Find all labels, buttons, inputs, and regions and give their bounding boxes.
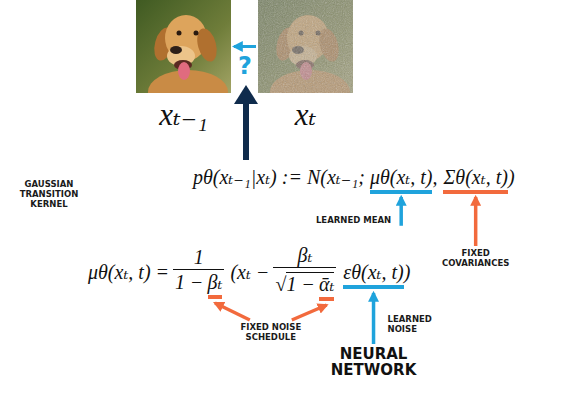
- formula-part: (xₜ −: [230, 261, 269, 284]
- covariance-term: Σθ(xₜ, t): [443, 166, 507, 194]
- sampling-arrow-head: [234, 85, 258, 104]
- callout-label: LEARNED MEAN: [316, 216, 391, 226]
- formula-part: μθ(xₜ, t) =: [88, 261, 169, 284]
- image-caption: xₜ: [295, 98, 316, 132]
- numerator: 1: [194, 246, 204, 269]
- alpha-bar-term: ᾱₜ: [319, 273, 334, 301]
- fraction: 11 −βₜ: [173, 246, 224, 299]
- sampling-arrow-shaft: [243, 100, 249, 160]
- callout-arrow: [292, 305, 327, 320]
- formula-part: ): [508, 166, 515, 189]
- noisy-image-node: xₜ: [258, 0, 353, 93]
- callout-arrow: [372, 293, 376, 344]
- denominator: √1 −ᾱₜ: [273, 267, 336, 301]
- mean-formula: μθ(xₜ, t) =11 −βₜ(xₜ −βₜ√1 −ᾱₜεθ(xₜ, t)): [88, 244, 410, 301]
- learned-mean-term: μθ(xₜ, t): [370, 166, 433, 194]
- numerator: βₜ: [297, 244, 312, 267]
- noisy-image-ground: [258, 0, 353, 93]
- denominator: 1 −βₜ: [173, 269, 224, 299]
- formula-part: pθ(xₜ₋₁|xₜ) := N(xₜ₋₁;: [193, 166, 365, 189]
- radicand: 1 −ᾱₜ: [286, 272, 334, 301]
- callout-label: FIXED COVARIANCES: [436, 249, 516, 269]
- learned-noise-term: εθ(xₜ, t): [343, 261, 403, 289]
- question-mark: ?: [238, 54, 252, 78]
- formula-part: 1 −: [286, 273, 315, 296]
- formula-part: 1 −: [175, 271, 204, 294]
- fraction: βₜ√1 −ᾱₜ: [273, 244, 336, 301]
- callout-label: FIXED NOISE SCHEDULE: [240, 323, 302, 343]
- callout-arrow: [399, 197, 403, 226]
- denoise-arrow: [234, 45, 256, 48]
- callout-arrow: [474, 197, 478, 246]
- clean-dog-image: [136, 0, 231, 114]
- clean-image-node: xₜ₋₁: [136, 0, 231, 93]
- callout-label: LEARNED NOISE: [388, 315, 448, 335]
- image-caption: xₜ₋₁: [159, 98, 208, 132]
- callout-arrow: [215, 303, 250, 320]
- radical-sign: √: [275, 273, 286, 296]
- beta-term: βₜ: [208, 271, 223, 299]
- formula-part: ): [404, 261, 411, 284]
- neural-network-label: NEURAL NETWORK: [319, 347, 429, 379]
- callout-label: GAUSSIAN TRANSITION KERNEL: [14, 180, 84, 209]
- noisy-dog-image: [258, 0, 353, 114]
- transition-kernel-formula: pθ(xₜ₋₁|xₜ) := N(xₜ₋₁;μθ(xₜ, t), Σθ(xₜ, t…: [193, 166, 515, 194]
- formula-part: ,: [432, 166, 437, 189]
- noise-overlay: [258, 0, 353, 93]
